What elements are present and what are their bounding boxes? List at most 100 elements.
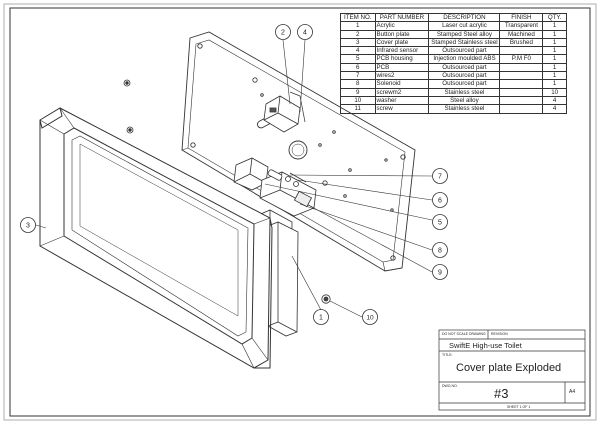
- bom-part-number: washer: [374, 95, 430, 106]
- bom-part-number: PCB housing: [374, 54, 430, 64]
- title-label: TITLE:: [442, 353, 453, 357]
- bill-of-materials: ITEM NO. PART NUMBER DESCRIPTION FINISH …: [340, 12, 567, 114]
- bom-qty: 1: [542, 46, 567, 56]
- balloon-5: 5: [432, 214, 448, 230]
- bom-item-no: 5: [340, 54, 376, 64]
- balloon-7: 7: [432, 168, 448, 184]
- bom-part-number: Infrared sensor: [374, 46, 430, 56]
- balloon-8: 8: [432, 242, 448, 258]
- bom-finish: [499, 79, 544, 89]
- front-frame: [39, 107, 273, 369]
- bom-description: Stamped Stainless steel: [428, 37, 501, 48]
- bom-finish: Machined: [499, 29, 544, 39]
- bom-item-no: 3: [340, 37, 376, 48]
- bom-header: QTY.: [542, 12, 567, 23]
- bom-part-number: Solenoid: [374, 79, 430, 89]
- bom-item-no: 4: [340, 46, 376, 56]
- back-plate: [181, 31, 416, 272]
- acrylic-panel: [267, 221, 299, 337]
- balloon-10: 10: [362, 309, 378, 325]
- balloon-label: 3: [26, 223, 30, 230]
- bom-finish: [499, 62, 544, 73]
- balloon-3: 3: [20, 217, 36, 233]
- bom-qty: 1: [542, 79, 567, 89]
- sheet-size: A4: [569, 389, 576, 395]
- bom-qty: 1: [542, 37, 567, 48]
- bom-description: Outsourced part: [428, 79, 501, 89]
- bom-item-no: 1: [340, 21, 376, 31]
- bom-finish: [499, 104, 544, 114]
- balloon-2: 2: [275, 24, 291, 40]
- bom-finish: Brushed: [499, 37, 544, 48]
- bom-description: Outsourced part: [428, 62, 501, 73]
- outer-border: [3, 3, 597, 421]
- bom-header: DESCRIPTION: [428, 12, 501, 23]
- bom-header: ITEM NO.: [340, 12, 376, 23]
- sheet-count: SHEET 1 OF 1: [507, 405, 531, 409]
- bom-qty: 1: [542, 62, 567, 73]
- balloon-label: 1: [319, 315, 323, 322]
- note-do-not-scale: DO NOT SCALE DRAWING: [442, 332, 486, 336]
- dwg-no-label: DWG NO.: [442, 384, 458, 388]
- bom-qty: 1: [542, 54, 567, 64]
- balloon-label: 6: [438, 198, 442, 205]
- balloon-label: 5: [438, 220, 442, 227]
- bom-description: Stainless steel: [428, 104, 501, 114]
- bom-header: PART NUMBER: [374, 12, 430, 23]
- bom-description: Injection moulded ABS: [428, 54, 501, 64]
- revision-label: REVISION: [491, 332, 508, 336]
- balloon-1: 1: [313, 309, 329, 325]
- balloon-label: 4: [303, 30, 307, 37]
- bom-item-no: 6: [340, 62, 376, 73]
- balloon-9: 9: [432, 264, 448, 280]
- bom-item-no: 10: [340, 95, 376, 106]
- bom-finish: [499, 95, 544, 106]
- balloon-label: 10: [366, 315, 374, 322]
- bom-description: Outsourced part: [428, 71, 501, 81]
- drawing-number: #3: [494, 386, 509, 401]
- bom-finish: P.M F0: [499, 54, 544, 64]
- bom-finish: Transparent: [499, 21, 544, 31]
- screws: [123, 77, 328, 186]
- balloon-4: 4: [297, 24, 313, 40]
- bom-item-no: 7: [340, 71, 376, 81]
- bom-qty: 1: [542, 29, 567, 39]
- bom-finish: [499, 46, 544, 56]
- bom-part-number: screwm2: [374, 87, 430, 97]
- leader-lines: [35, 39, 433, 318]
- bom-qty: 1: [542, 21, 567, 31]
- bom-finish: [499, 87, 544, 97]
- title-block: [438, 329, 586, 411]
- bom-part-number: wires2: [374, 71, 430, 81]
- bom-header-row: ITEM NO. PART NUMBER DESCRIPTION FINISH …: [340, 12, 567, 23]
- bom-part-number: screw: [374, 104, 430, 114]
- bom-qty: 1: [542, 71, 567, 81]
- bom-part-number: PCB: [374, 62, 430, 73]
- drawing-title: Cover plate Exploded: [456, 362, 562, 374]
- inner-border: [9, 7, 591, 417]
- bom-qty: 10: [542, 87, 567, 97]
- infrared-sensor: [263, 95, 301, 133]
- bom-qty: 4: [542, 104, 567, 114]
- balloon-label: 2: [281, 30, 285, 37]
- bom-description: Outsourced part: [428, 46, 501, 56]
- bom-finish: [499, 71, 544, 81]
- bom-item-no: 11: [340, 104, 376, 114]
- bom-description: Stainless steel: [428, 87, 501, 97]
- bom-part-number: Button plate: [374, 29, 430, 39]
- balloon-label: 9: [438, 270, 442, 277]
- bom-item-no: 2: [340, 29, 376, 39]
- washer: [321, 294, 331, 304]
- bom-header: FINISH: [499, 12, 544, 23]
